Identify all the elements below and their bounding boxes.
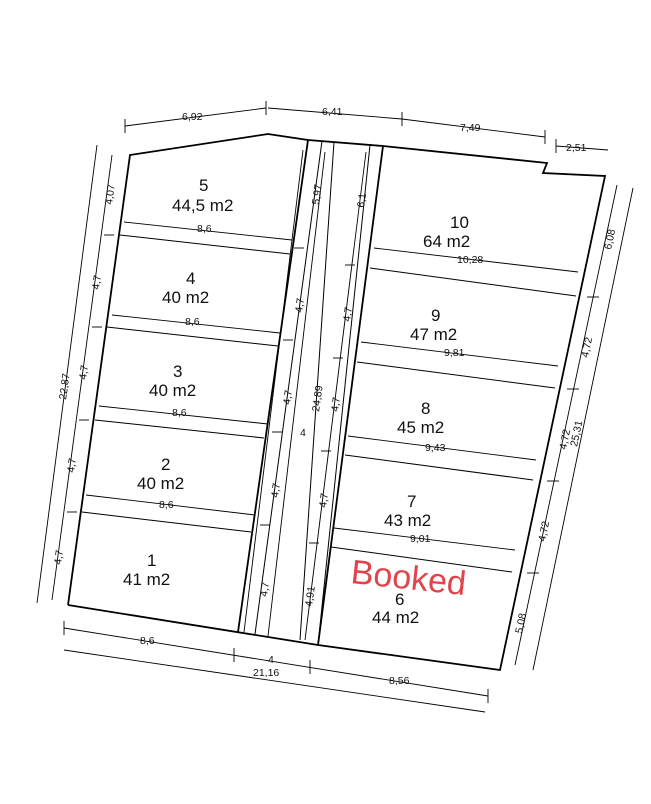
lot7-width: 9,01 <box>410 533 431 545</box>
lot1-area: 41 m2 <box>123 570 170 589</box>
lot5-number: 5 <box>199 176 208 195</box>
left-dim-4: 4,7 <box>65 457 79 473</box>
top-dim-line-3 <box>401 118 546 138</box>
top-dim-3: 7,49 <box>460 122 481 134</box>
lot10-area: 64 m2 <box>423 232 470 251</box>
road-left-dim-line <box>243 149 304 633</box>
lot5-area: 44,5 m2 <box>172 196 233 215</box>
bottom-dim-3: 8,56 <box>389 675 410 687</box>
lot4-number: 4 <box>186 269 195 288</box>
road-line-inner-left <box>254 140 323 635</box>
lot9-number: 9 <box>431 306 440 325</box>
lot8-number: 8 <box>421 399 430 418</box>
lot5-width: 8,6 <box>197 223 212 235</box>
road-mid-dim-line <box>267 151 326 637</box>
lot10-width-line <box>373 247 579 273</box>
lot6-number: 6 <box>395 590 404 609</box>
top-dim-line-2 <box>267 107 403 120</box>
lot4-width: 8,6 <box>185 316 200 328</box>
lot6-area: 44 m2 <box>372 608 419 627</box>
bottom-dim-2: 4 <box>268 654 274 666</box>
road-right-dim-2: 6,1 <box>355 192 369 208</box>
road-total-dim: 24,89 <box>310 385 326 413</box>
lot8-width-line <box>347 435 537 461</box>
right-dim-4: 4,72 <box>536 520 552 543</box>
divider-7-6 <box>330 546 513 573</box>
left-dim-3: 4,7 <box>77 364 91 380</box>
right-dim-5: 5,08 <box>513 612 529 635</box>
road-right-dim-6: 4,91 <box>303 585 318 607</box>
lot5-width-line <box>123 221 293 241</box>
road-right-dim-5: 4,7 <box>317 492 331 508</box>
right-dim-1: 6,08 <box>602 228 618 251</box>
right-seg-dim-line <box>514 184 618 666</box>
lot6-booked-label: Booked <box>349 553 468 603</box>
top-dim-2: 6,41 <box>322 106 343 118</box>
lot3-width-line <box>98 405 269 425</box>
lot9-width: 9,81 <box>444 347 465 359</box>
road-right-dim-3: 4,7 <box>341 306 355 322</box>
bottom-dim-1: 8,6 <box>140 635 155 647</box>
top-dim-4: 2,51 <box>566 142 587 154</box>
left-seg-dim-line <box>51 154 113 601</box>
lot10-width: 10,28 <box>457 254 483 266</box>
divider-10-9 <box>369 267 577 297</box>
road-left-dim-2: 4,7 <box>281 389 295 405</box>
left-dim-2: 4,7 <box>90 274 104 290</box>
road-line-inner-right <box>317 144 371 646</box>
road-right-dim-4: 4,7 <box>329 396 343 412</box>
lot1-number: 1 <box>147 551 156 570</box>
road-left-dim-4: 4,7 <box>258 581 272 597</box>
road-right-dim-1: 5,97 <box>310 183 325 205</box>
top-dim-line-1 <box>124 107 267 127</box>
right-total-dim-line <box>532 187 634 671</box>
divider-9-8 <box>356 361 556 389</box>
right-dim-3: 4,72 <box>557 428 573 451</box>
lot2-width-line <box>85 494 256 516</box>
lot9-area: 47 m2 <box>410 325 457 344</box>
road-width-dim: 4 <box>300 427 306 439</box>
right-block-edge <box>317 145 384 646</box>
lot4-area: 40 m2 <box>162 288 209 307</box>
top-dim-1: 6,92 <box>182 111 203 123</box>
lot2-width: 8,6 <box>159 499 174 511</box>
left-dim-5: 4,7 <box>52 549 66 565</box>
left-dim-1: 4,07 <box>103 183 118 205</box>
site-boundary <box>67 133 607 672</box>
left-block-edge <box>237 139 309 633</box>
lot9-width-line <box>360 341 559 367</box>
lot7-area: 43 m2 <box>384 511 431 530</box>
road-left-dim-1: 4,7 <box>293 297 307 313</box>
divider-4-3 <box>106 326 279 347</box>
bottom-total-dim-line <box>63 649 486 713</box>
divider-2-1 <box>81 511 252 533</box>
right-total-dim: 25,31 <box>568 419 585 447</box>
lot3-area: 40 m2 <box>149 381 196 400</box>
lot3-width: 8,6 <box>172 407 187 419</box>
lot4-width-line <box>111 314 281 334</box>
road-left-dim-3: 4,7 <box>269 482 283 498</box>
bottom-dim-line-1 <box>63 627 489 697</box>
lot7-width-line <box>333 527 516 551</box>
divider-3-2 <box>94 419 265 439</box>
left-total-dim-line <box>36 144 98 604</box>
divider-8-7 <box>344 454 534 481</box>
road-line-center <box>299 141 335 641</box>
lot10-number: 10 <box>450 213 469 232</box>
lot8-area: 45 m2 <box>397 418 444 437</box>
lot3-number: 3 <box>173 362 182 381</box>
left-total-dim: 22,87 <box>57 373 73 401</box>
divider-5-4 <box>119 234 291 255</box>
right-dim-2: 4,72 <box>579 336 595 359</box>
lot2-area: 40 m2 <box>137 474 184 493</box>
lot2-number: 2 <box>161 455 170 474</box>
lot7-number: 7 <box>407 492 416 511</box>
bottom-total-dim: 21,16 <box>253 667 279 679</box>
road-right-dim-line <box>304 151 367 641</box>
lot8-width: 9,43 <box>425 442 446 454</box>
top-dim-line-4 <box>555 145 609 151</box>
